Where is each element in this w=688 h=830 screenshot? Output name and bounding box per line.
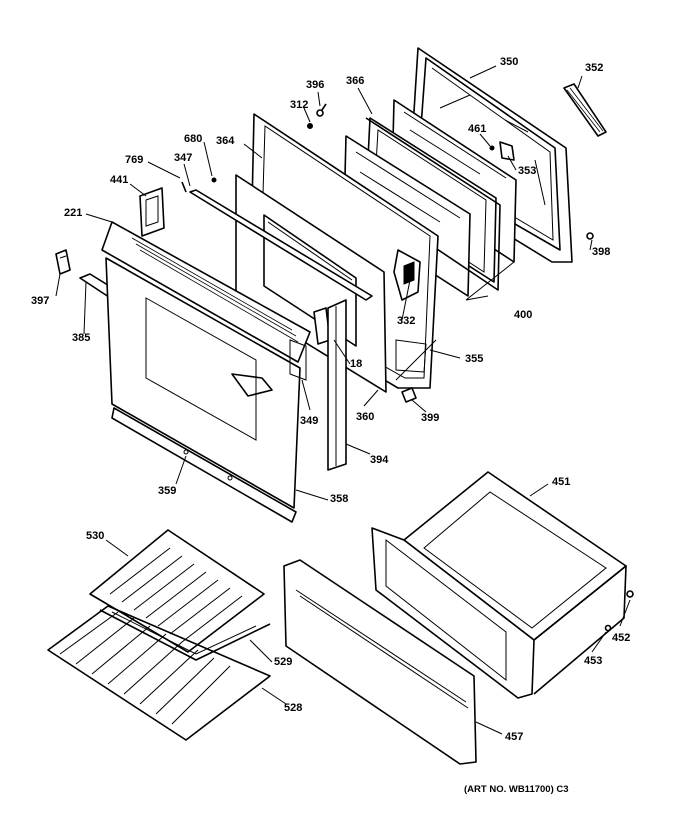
part-360-door-panel <box>235 174 387 393</box>
part-529-broiler-pan <box>99 609 271 661</box>
part-353-bracket <box>499 141 515 161</box>
part-451-drawer-body <box>371 471 627 699</box>
part-349-shield <box>289 339 307 381</box>
part-398-screw <box>586 232 594 240</box>
label-453: 453 <box>584 655 603 667</box>
label-347: 347 <box>174 152 193 164</box>
label-398: 398 <box>592 246 611 258</box>
label-394: 394 <box>370 454 389 466</box>
label-364: 364 <box>216 135 235 147</box>
label-385: 385 <box>72 332 91 344</box>
label-530: 530 <box>86 530 105 542</box>
label-399: 399 <box>421 412 440 424</box>
label-400: 400 <box>514 309 533 321</box>
label-680: 680 <box>184 133 203 145</box>
part-399-bumper <box>401 387 417 403</box>
part-332-latch <box>403 261 415 285</box>
label-353: 353 <box>518 165 537 177</box>
part-394-channel <box>327 299 347 471</box>
part-312-screw <box>307 123 313 129</box>
art-number: (ART NO. WB11700) C3 <box>464 784 569 795</box>
label-360: 360 <box>356 411 375 423</box>
label-221: 221 <box>64 207 83 219</box>
label-528: 528 <box>284 702 303 714</box>
part-355-door-trim <box>395 339 437 381</box>
label-461: 461 <box>468 123 487 135</box>
label-332: 332 <box>397 315 416 327</box>
label-769: 769 <box>125 154 144 166</box>
label-312: 312 <box>290 99 309 111</box>
part-396-bolt <box>316 103 327 117</box>
part-528-oven-rack <box>47 605 271 741</box>
label-452: 452 <box>612 632 631 644</box>
label-396: 396 <box>306 79 325 91</box>
part-347-handle-rod <box>189 189 373 301</box>
part-358-outer-door <box>105 257 301 509</box>
label-529: 529 <box>274 656 293 668</box>
part-441-end-cap <box>139 187 165 237</box>
label-355: 355 <box>465 353 484 365</box>
label-349: 349 <box>300 415 319 427</box>
label-457: 457 <box>505 731 524 743</box>
label-397: 397 <box>31 295 50 307</box>
part-352-vent-strip <box>563 83 607 137</box>
label-359: 359 <box>158 485 177 497</box>
label-358: 358 <box>330 493 349 505</box>
part-397-clip <box>55 249 71 275</box>
part-461-screw <box>489 145 495 151</box>
label-366: 366 <box>346 75 365 87</box>
leader-lines <box>55 65 631 735</box>
label-350: 350 <box>500 56 519 68</box>
label-352: 352 <box>585 62 604 74</box>
part-453-screw <box>604 624 612 632</box>
label-451: 451 <box>552 476 571 488</box>
part-457-drawer-front <box>283 559 477 765</box>
label-18: 18 <box>350 358 363 370</box>
part-530-broiler-grid <box>89 529 265 653</box>
part-359-bottom-rail <box>111 407 297 523</box>
part-680-pin <box>211 177 217 183</box>
part-221-control-panel <box>101 221 311 363</box>
label-441: 441 <box>110 174 129 186</box>
part-452-screw <box>626 590 634 598</box>
part-769-clip <box>181 181 187 193</box>
